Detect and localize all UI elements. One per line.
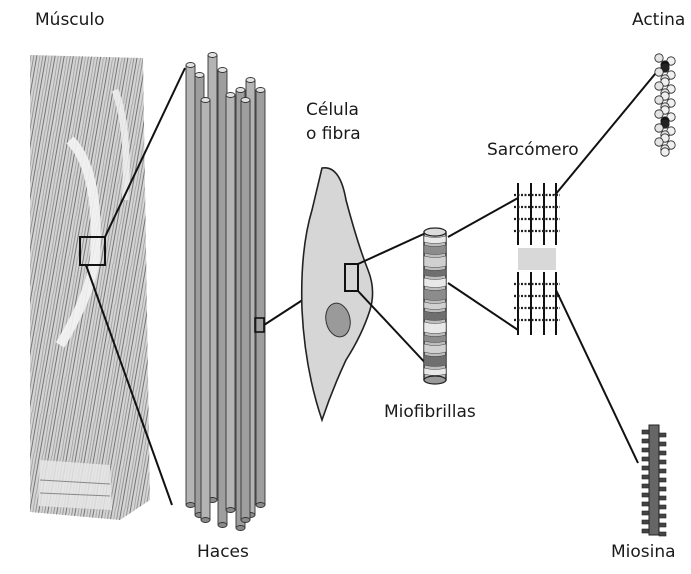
myosin-head [659,505,666,509]
fascicle-rod-end [218,523,227,528]
actin-filament [655,54,675,156]
label-celula-line1: Célula [306,100,359,120]
myofibril-band [424,322,446,334]
muscle-image [30,55,150,520]
fascicle-rod-end [256,503,265,508]
label-sarcomero: Sarcómero [487,140,579,160]
myofibril-band [424,289,446,301]
myosin-head [642,493,649,497]
zoom-line-cell-top [358,232,428,264]
label-haces: Haces [197,542,249,562]
fascicle-rod-end [208,53,217,58]
actin-bead [661,148,669,156]
myosin-head [659,442,666,446]
myofibril [424,228,446,384]
label-actina: Actina [632,10,685,30]
actin-bead [655,138,663,146]
fascicle-rod-end [218,68,227,73]
fascicle-rod-end [195,73,204,78]
actin-bead [655,124,663,132]
fascicle-rod-end [201,518,210,523]
h-zone [518,248,556,270]
zoom-line-actin [555,68,660,195]
myosin-head [642,448,649,452]
myosin-head [659,469,666,473]
label-musculo: Músculo [35,10,105,30]
myosin-head [659,478,666,482]
myofibril-band [424,245,446,255]
myosin-head [642,511,649,515]
fascicle-rod-end [201,98,210,103]
fascicle-rod [241,100,250,520]
zoom-line-cell-bottom [358,291,430,368]
myosin-filament [642,425,666,536]
myosin-head [642,475,649,479]
myosin-head [659,514,666,518]
myosin-head [642,439,649,443]
myofibril-band [424,278,446,288]
fascicle-rod-end [186,503,195,508]
fascicle-rod [201,100,210,520]
myosin-head [642,502,649,506]
myosin-head [659,460,666,464]
fascicle-rod [226,95,235,510]
myofibril-end [424,228,446,236]
fascicle-rod [256,90,265,505]
myofibril-band [424,355,446,367]
myofibril-end [424,376,446,384]
actin-bead [655,68,663,76]
myosin-head [642,466,649,470]
myosin-head [659,451,666,455]
myosin-head [642,457,649,461]
actin-bead [655,96,663,104]
myosin-head [642,529,649,533]
myosin-head [659,487,666,491]
myofibril-band [424,256,446,268]
fascicle-rod-end [186,63,195,68]
sarcomere [514,183,560,335]
fascicle-rod-end [226,93,235,98]
fascicle-rod-end [241,518,250,523]
fascicles-bundle [186,53,265,531]
actin-bead [655,82,663,90]
fascicle-rod-end [241,98,250,103]
zoom-line-myosin [556,290,638,463]
myosin-head [659,496,666,500]
zoom-line-myofibril-bottom [448,283,518,330]
myosin-head [642,520,649,524]
fascicle-rod [186,65,195,505]
label-celula-line2: o fibra [306,124,361,144]
myosin-shaft [649,425,659,535]
label-miosina: Miosina [611,542,676,562]
myosin-head [659,433,666,437]
fascicle-rod-end [236,526,245,531]
zoom-line-myofibril-top [448,198,518,237]
actin-bead [655,54,663,62]
myosin-head [659,523,666,527]
myosin-head [642,484,649,488]
myosin-head [659,532,666,536]
myofibril-band [424,344,446,354]
fascicle-rod-end [236,88,245,93]
label-miofibrillas: Miofibrillas [384,402,476,422]
fascicle-rod-end [226,508,235,513]
fascicle-rod-end [256,88,265,93]
myosin-head [642,430,649,434]
actin-bead [655,110,663,118]
fascicle-rod-end [246,78,255,83]
myofibril-band [424,311,446,321]
